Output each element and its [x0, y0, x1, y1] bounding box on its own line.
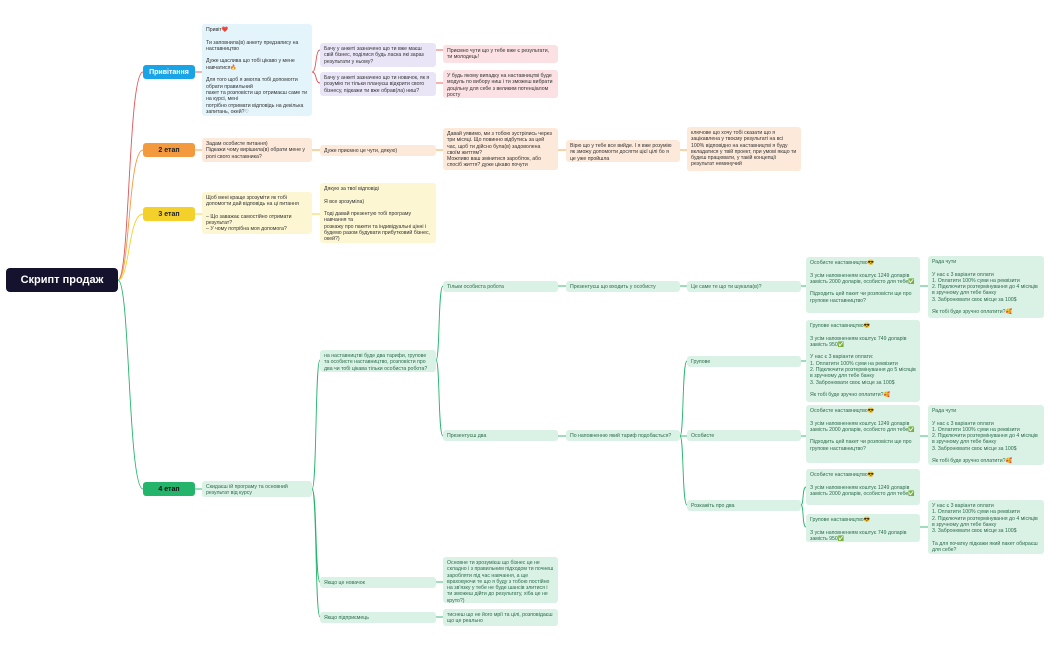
- node-payment-options-1[interactable]: Рада чути У нас є 3 варіанти оплати 1. О…: [928, 256, 1044, 318]
- node-what-blocks-you[interactable]: Щоб мені краще зрозуміти як тобі допомог…: [202, 192, 312, 234]
- node-only-personal[interactable]: Тільки особиста робота: [443, 281, 558, 292]
- node-key-message[interactable]: ключове що хочу тобі сказати що я заціка…: [687, 127, 801, 171]
- stage-4-label[interactable]: 4 етап: [143, 482, 195, 496]
- node-both-group[interactable]: Групове наставництво😎 З усім наповненням…: [806, 514, 920, 542]
- node-both-personal[interactable]: Особисте наставництво😎 З усім наповнення…: [806, 469, 920, 505]
- node-both-label[interactable]: Розкажіть про два: [687, 500, 801, 511]
- node-thanks-answers[interactable]: Дякую за твої відповіді Я все зрозуміла)…: [320, 183, 436, 243]
- node-payment-options-2[interactable]: Рада чути У нас є 3 варіанти оплати 1. О…: [928, 405, 1044, 465]
- node-group-label[interactable]: Групове: [687, 356, 801, 367]
- node-thanks-nice[interactable]: Дуже приємно це чути, дякую): [320, 145, 436, 156]
- node-which-tariff[interactable]: По наповненню який тариф подобається?: [566, 430, 680, 441]
- node-personal-offer[interactable]: Особисте наставництво😎 З усім наповнення…: [806, 257, 920, 313]
- node-question-novice[interactable]: Бачу у анкеті зазначено що ти новачок, я…: [320, 72, 436, 96]
- node-answer-has-results[interactable]: Приємно чути що у тебе вже є результати,…: [443, 45, 558, 63]
- node-entrepreneur-text[interactable]: тиснеш що не його мрії та цілі, розповід…: [443, 609, 558, 626]
- node-personal-label[interactable]: Особисте: [687, 430, 801, 441]
- node-answer-niche-module[interactable]: У будь якому випадку на наставництві буд…: [443, 70, 558, 98]
- node-imagine-three-months[interactable]: Давай уявимо, ми з тобою зустрілись чере…: [443, 128, 558, 170]
- node-intro-greeting[interactable]: Привіт❤️ Ти заповнила(в) анкету предзапи…: [202, 24, 312, 116]
- node-present-personal[interactable]: Презентуєш що входить у особисту: [566, 281, 680, 292]
- node-present-two[interactable]: Презентуєш два: [443, 430, 558, 441]
- node-question-has-business[interactable]: Бачу у анкеті зазначено що ти вже маєш с…: [320, 43, 436, 67]
- node-two-tariffs[interactable]: на наставництві буде два тарифи, групове…: [320, 350, 436, 372]
- node-if-entrepreneur[interactable]: Якщо підприємець: [320, 612, 436, 623]
- root-node[interactable]: Скрипт продаж: [6, 268, 118, 292]
- node-group-offer[interactable]: Групове наставництво😎 З усім наповненням…: [806, 320, 920, 402]
- stage-3-label[interactable]: 3 етап: [143, 207, 195, 221]
- stage-1-label[interactable]: Привітання: [143, 65, 195, 79]
- stage-2-label[interactable]: 2 етап: [143, 143, 195, 157]
- node-why-choose-me[interactable]: Задам особисте питання) Підкажи чому вир…: [202, 138, 312, 162]
- node-personal-offer-2[interactable]: Особисте наставництво😎 З усім наповнення…: [806, 405, 920, 463]
- node-send-program[interactable]: Скидаєш ій програму та основний результа…: [202, 481, 312, 497]
- node-is-it-what-you-want[interactable]: Це саме те що ти шукала(в)?: [687, 281, 801, 292]
- node-novice-text[interactable]: Основне ти зрозумієш що бізнес це не скл…: [443, 557, 558, 603]
- node-payment-options-3[interactable]: У нас є 3 варіанти оплати 1. Оплатити 10…: [928, 500, 1044, 554]
- node-believe-you-can[interactable]: Вірю що у тебе все вийде. І я вже розумі…: [566, 140, 680, 162]
- node-if-novice[interactable]: Якщо це новачок: [320, 577, 436, 588]
